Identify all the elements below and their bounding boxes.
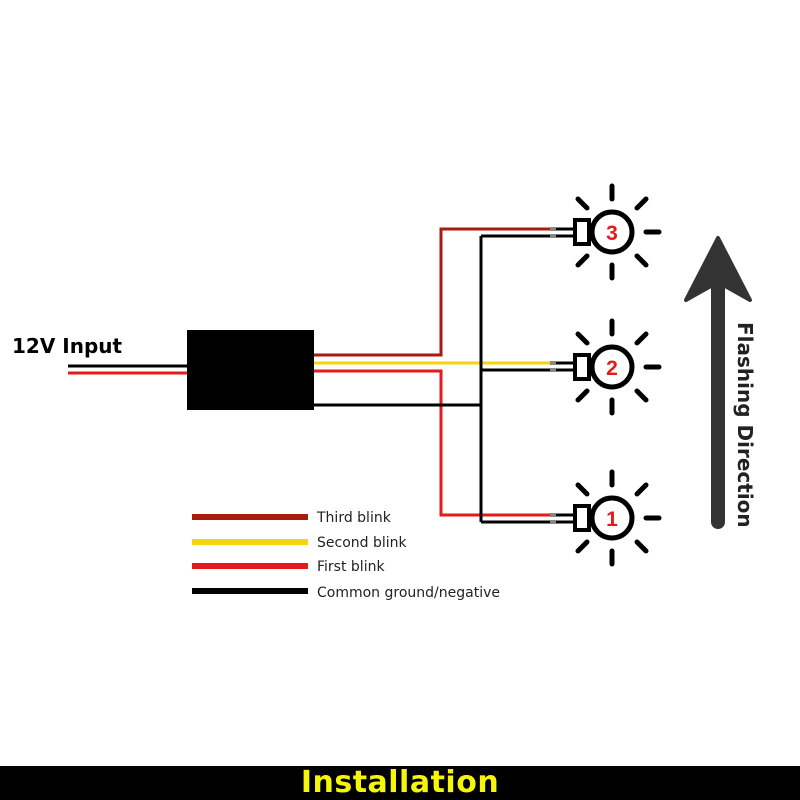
bulb-icon (573, 469, 662, 567)
terminal (550, 227, 556, 231)
bulb-2: 2 (573, 318, 662, 416)
legend: Third blink Second blink First blink Com… (192, 510, 500, 601)
terminal (550, 234, 556, 238)
flasher-module (187, 330, 314, 410)
bulb-1: 1 (573, 469, 662, 567)
legend-label-first: First blink (317, 559, 385, 575)
arrow-up-icon (684, 236, 752, 302)
direction-arrow (684, 236, 752, 529)
bulb-icon (573, 183, 662, 281)
wire-third-blink (314, 227, 552, 357)
footer-bar: Installation (0, 766, 800, 800)
footer-title: Installation (300, 765, 500, 800)
input-wires (68, 364, 188, 375)
bulb-number: 2 (606, 357, 618, 380)
direction-label: Flashing Direction (733, 322, 757, 528)
bulb-3: 3 (573, 183, 662, 281)
terminal (550, 368, 556, 372)
legend-label-third: Third blink (316, 510, 392, 526)
legend-label-second: Second blink (317, 535, 408, 551)
terminals (550, 227, 556, 524)
bulb-number: 3 (606, 222, 618, 245)
terminal-lines (556, 227, 576, 524)
bulb-icon (573, 318, 662, 416)
terminal (550, 361, 556, 365)
bulb-number: 1 (606, 508, 618, 531)
terminal (550, 513, 556, 517)
input-label: 12V Input (12, 334, 123, 358)
wire-first-blink (314, 369, 552, 517)
legend-label-ground: Common ground/negative (317, 585, 500, 601)
terminal (550, 520, 556, 524)
